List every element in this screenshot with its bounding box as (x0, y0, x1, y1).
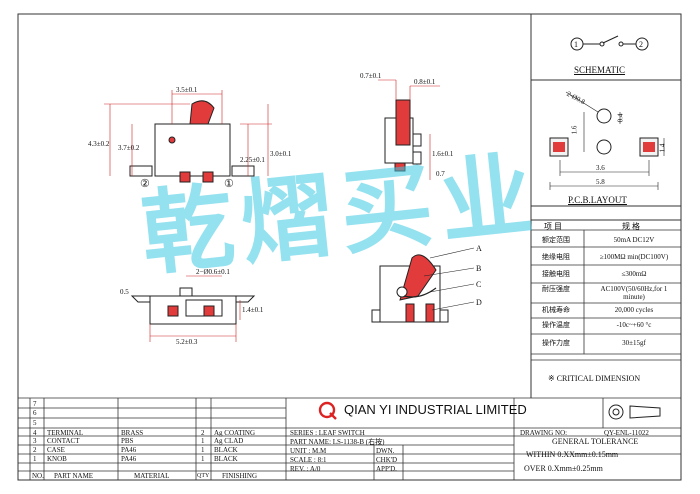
spec-row-item: 操作力度 (542, 339, 570, 347)
bom-cell-finishing: Ag CLAD (214, 437, 244, 445)
side-view-figure (378, 79, 440, 180)
bom-cell-qty: 1 (201, 437, 205, 445)
spec-row-item: 耐压强度 (542, 285, 570, 293)
spec-row-item: 绝缘电阻 (542, 253, 570, 261)
pcb-dim-d6: 5.8 (596, 178, 605, 186)
pcb-dim-d2: 1.6 (570, 125, 579, 135)
spec-header-item: 项 目 (544, 222, 562, 231)
bom-header-material: MATERIAL (134, 472, 170, 480)
pcb-title: P.C.B.LAYOUT (568, 195, 627, 205)
spec-header-value: 规 格 (622, 222, 640, 231)
bom-cell-no: 4 (33, 429, 37, 437)
drawing-no-label: DRAWING NO: (520, 429, 568, 437)
bom-cell-finishing: BLACK (214, 455, 238, 463)
bom-cell-name: CONTACT (47, 437, 80, 445)
spec-row-value: -10c~+60 °c (616, 321, 652, 329)
dwn-label: DWN. (376, 447, 395, 455)
spec-row-value: AC100V(50/60Hz,for 1 minute) (600, 285, 668, 301)
company-name: QIAN YI INDUSTRIAL LIMITED (344, 402, 527, 417)
detail-label-b: B (476, 264, 482, 273)
pcb-layout-figure (549, 91, 665, 190)
bom-cell-material: PBS (121, 437, 134, 445)
front-dim-top: 3.5±0.1 (176, 86, 198, 94)
side-dim-top-left: 0.7±0.1 (360, 72, 382, 80)
critical-note: ※ CRITICAL DIMENSION (548, 374, 641, 383)
spec-row-value: 20,000 cycles (614, 306, 654, 314)
front-view-figure (104, 90, 272, 183)
logo-mark (318, 401, 336, 419)
bom-header-no: NO. (32, 472, 44, 480)
front-dim-right-outer: 3.0±0.1 (270, 150, 292, 158)
bom-cell-qty: 1 (201, 455, 205, 463)
bom-cell-no: 6 (33, 409, 37, 417)
bom-cell-no: 2 (33, 446, 37, 454)
side-dim-right-2: 0.7 (436, 170, 445, 178)
bottom-dim-bottom: 5.2±0.3 (176, 338, 198, 346)
front-dim-left-outer: 4.3±0.2 (88, 140, 110, 148)
bom-cell-qty: 1 (201, 446, 205, 454)
bom-cell-no: 1 (33, 455, 37, 463)
bom-cell-name: CASE (47, 446, 65, 454)
bom-cell-material: PA46 (121, 446, 137, 454)
schematic-symbol (570, 35, 649, 51)
spec-row-item: 机械寿命 (542, 306, 570, 314)
bom-cell-no: 3 (33, 437, 37, 445)
schematic-pin1: 1 (574, 40, 578, 49)
bottom-dim-left: 0.5 (120, 288, 129, 296)
bom-cell-name: TERMINAL (47, 429, 84, 437)
title-block-grid (18, 397, 681, 480)
tolerance-1: WITHIN 0.XXmm±0.15mm (526, 450, 619, 459)
appd-label: APP'D. (376, 465, 397, 473)
drawing-no: QY-ENL-11022 (604, 429, 649, 437)
series: SERIES : LEAF SWITCH (290, 429, 365, 437)
unit: UNIT : M.M (290, 447, 327, 455)
rev: REV. : A/0 (290, 465, 321, 473)
bom-cell-no: 5 (33, 419, 37, 427)
schematic-title: SCHEMATIC (574, 65, 626, 75)
section-view-figure (371, 247, 475, 323)
front-dim-right-inner: 2.25±0.1 (240, 156, 265, 164)
bom-header-name: PART NAME (54, 472, 94, 480)
pcb-dim-d5: 3.6 (596, 164, 605, 172)
bom-cell-material: BRASS (121, 429, 144, 437)
front-pin-right: ① (224, 178, 234, 190)
detail-label-a: A (476, 244, 482, 253)
part-name: PART NAME: LS-1138-B (右按) (290, 438, 385, 446)
tolerance-2: OVER 0.Xmm±0.25mm (524, 464, 603, 473)
bom-header-qty: QTY (197, 473, 210, 479)
bottom-dim-top: 2−Ø0.6±0.1 (196, 268, 230, 276)
chkd-label: CHK'D (376, 456, 398, 464)
bom-cell-finishing: BLACK (214, 446, 238, 454)
bom-cell-finishing: Ag COATING (214, 429, 256, 437)
general-tolerance: GENERAL TOLERANCE (552, 437, 639, 446)
bom-cell-material: PA46 (121, 455, 137, 463)
spec-table-grid (531, 229, 681, 361)
bom-cell-name: KNOB (47, 455, 67, 463)
front-dim-left-inner: 3.7±0.2 (118, 144, 140, 152)
pcb-dim-d3: 0.4 (616, 113, 625, 123)
bom-cell-no: 7 (33, 400, 37, 408)
spec-row-value: 50mA DC12V (613, 236, 655, 244)
side-dim-top-right: 0.8±0.1 (414, 78, 436, 86)
side-dim-right-1: 1.6±0.1 (432, 150, 454, 158)
projection-icon (608, 404, 661, 420)
spec-row-item: 额定范围 (542, 236, 570, 244)
spec-row-value: ≤300mΩ (621, 270, 647, 278)
detail-label-c: C (476, 280, 482, 289)
bom-cell-qty: 2 (201, 429, 205, 437)
spec-row-item: 接触电阻 (542, 270, 570, 278)
bottom-dim-right: 1.4±0.1 (242, 306, 264, 314)
bottom-view-figure (130, 275, 256, 342)
pcb-dim-d4: 1.4 (658, 143, 667, 153)
detail-label-d: D (476, 298, 482, 307)
spec-row-value: 30±15gf (622, 339, 646, 347)
scale: SCALE : 8:1 (290, 456, 327, 464)
spec-row-item: 操作温度 (542, 321, 570, 329)
spec-row-value: ≥100MΩ min(DC100V) (599, 253, 669, 261)
front-pin-left: ② (140, 178, 150, 190)
bom-header-finishing: FINISHING (222, 472, 257, 480)
schematic-pin2: 2 (639, 40, 643, 49)
